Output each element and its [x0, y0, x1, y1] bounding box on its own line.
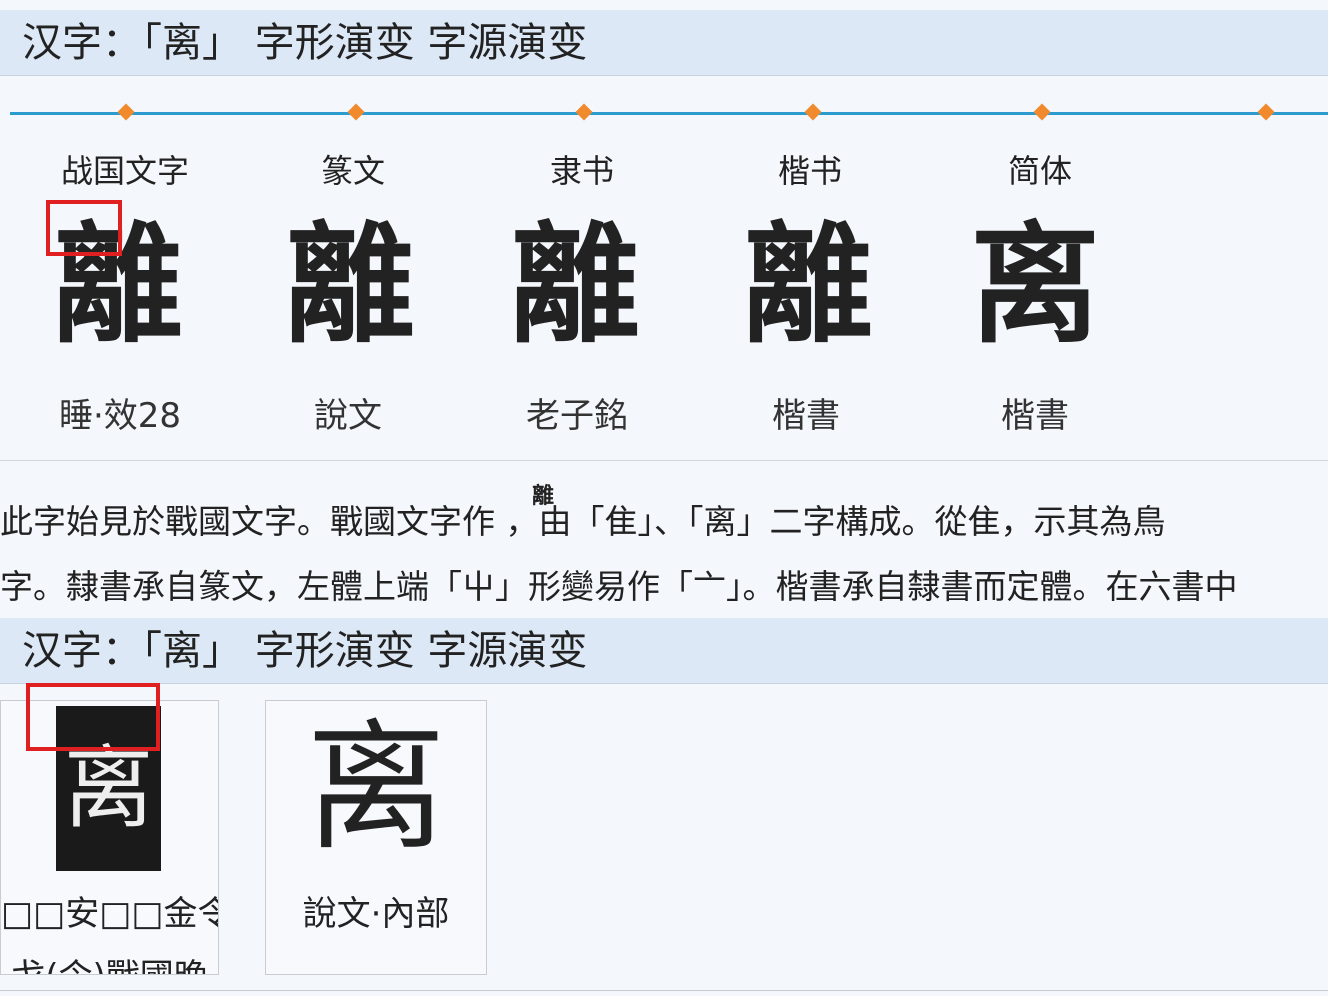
card-caption: 戈(令)戰國晚 — [1, 949, 218, 974]
source-caption: 睡·效28 — [58, 396, 182, 436]
source-caption: 楷書 — [772, 396, 840, 436]
rubbing-image: 离 — [56, 706, 161, 871]
glyph-image: 離 — [509, 208, 640, 361]
source-caption: 說文 — [314, 396, 382, 436]
section-header-2: 汉字：「离」 字形演变 字源演变 — [0, 618, 1328, 684]
inline-glyph: 離 — [532, 484, 555, 509]
divider — [0, 460, 1328, 461]
glyph-card: 离 說文·內部 — [265, 700, 487, 975]
seal-glyph-image: 离 — [305, 707, 446, 870]
divider — [0, 990, 1328, 991]
timeline-marker — [1033, 103, 1051, 121]
paragraph-line: 字。隸書承自篆文，左體上端「屮」形變易作「亠」。楷書承自隸書而定體。在六書中 — [0, 567, 1238, 606]
timeline-marker — [1257, 103, 1275, 121]
glyph-image: 离 — [969, 208, 1100, 361]
timeline-marker — [804, 103, 822, 121]
timeline-marker — [347, 103, 365, 121]
stage-label: 简体 — [1007, 152, 1072, 190]
timeline-marker — [117, 103, 135, 121]
glyph-image: 離 — [52, 208, 183, 361]
stage-label: 楷书 — [777, 152, 842, 190]
timeline-marker — [575, 103, 593, 121]
glyph-card: 离 □□安□□金令 戈(令)戰國晚 — [0, 700, 219, 975]
section-header-1: 汉字：「离」 字形演变 字源演变 — [0, 10, 1328, 76]
stage-label: 隶书 — [549, 152, 614, 190]
card-caption: 說文·內部 — [302, 894, 450, 934]
source-caption: 楷書 — [1001, 396, 1069, 436]
paragraph-line: 此字始見於戰國文字。戰國文字作 ，由「隹」、「离」二字構成。從隹，示其為鳥 — [0, 502, 1166, 541]
highlight-box — [46, 200, 122, 256]
timeline-line — [10, 112, 1328, 115]
glyph-image: 離 — [742, 208, 873, 361]
stage-label: 战国文字 — [60, 152, 189, 190]
card-caption: □□安□□金令 — [1, 894, 219, 934]
source-caption: 老子銘 — [526, 396, 628, 436]
highlight-box — [26, 683, 160, 751]
glyph-image: 離 — [284, 208, 415, 361]
stage-label: 篆文 — [320, 152, 385, 190]
